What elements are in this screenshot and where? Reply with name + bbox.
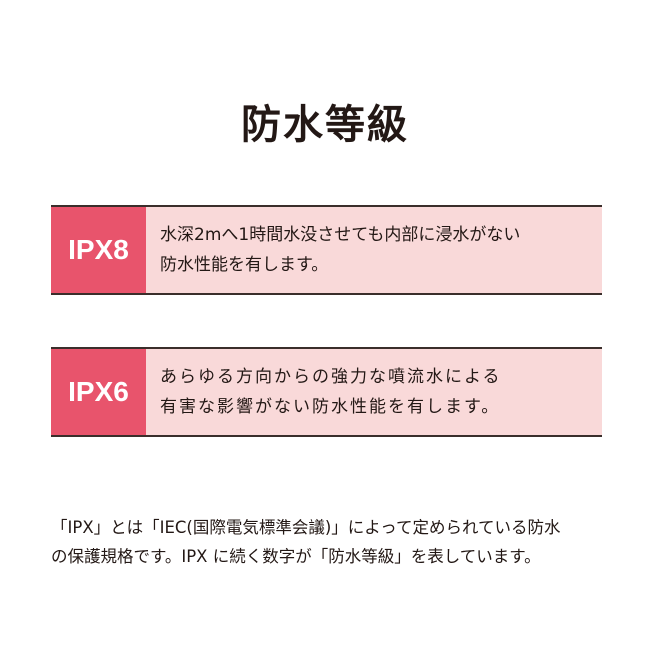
rating-label: IPX8 <box>51 207 146 293</box>
rating-description: あらゆる方向からの強力な噴流水による 有害な影響がない防水性能を有します。 <box>146 349 602 435</box>
rating-card-ipx8: IPX8 水深2mへ1時間水没させても内部に浸水がない 防水性能を有します。 <box>51 205 602 295</box>
description-line: 防水性能を有します。 <box>160 255 329 275</box>
rating-card-ipx6: IPX6 あらゆる方向からの強力な噴流水による 有害な影響がない防水性能を有しま… <box>51 347 602 437</box>
description-line: 有害な影響がない防水性能を有します。 <box>160 397 501 417</box>
page-title: 防水等級 <box>241 102 409 148</box>
footnote-line: 「IPX」とは「IEC(国際電気標準会議)」によって定められている防水 <box>51 518 561 537</box>
description-line: 水深2mへ1時間水没させても内部に浸水がない <box>160 225 521 245</box>
footnote-line: の保護規格です。IPX に続く数字が「防水等級」を表しています。 <box>51 547 541 566</box>
description-line: あらゆる方向からの強力な噴流水による <box>160 367 502 387</box>
rating-label: IPX6 <box>51 349 146 435</box>
footnote: 「IPX」とは「IEC(国際電気標準会議)」によって定められている防水 の保護規… <box>51 513 611 571</box>
rating-description: 水深2mへ1時間水没させても内部に浸水がない 防水性能を有します。 <box>146 207 602 293</box>
